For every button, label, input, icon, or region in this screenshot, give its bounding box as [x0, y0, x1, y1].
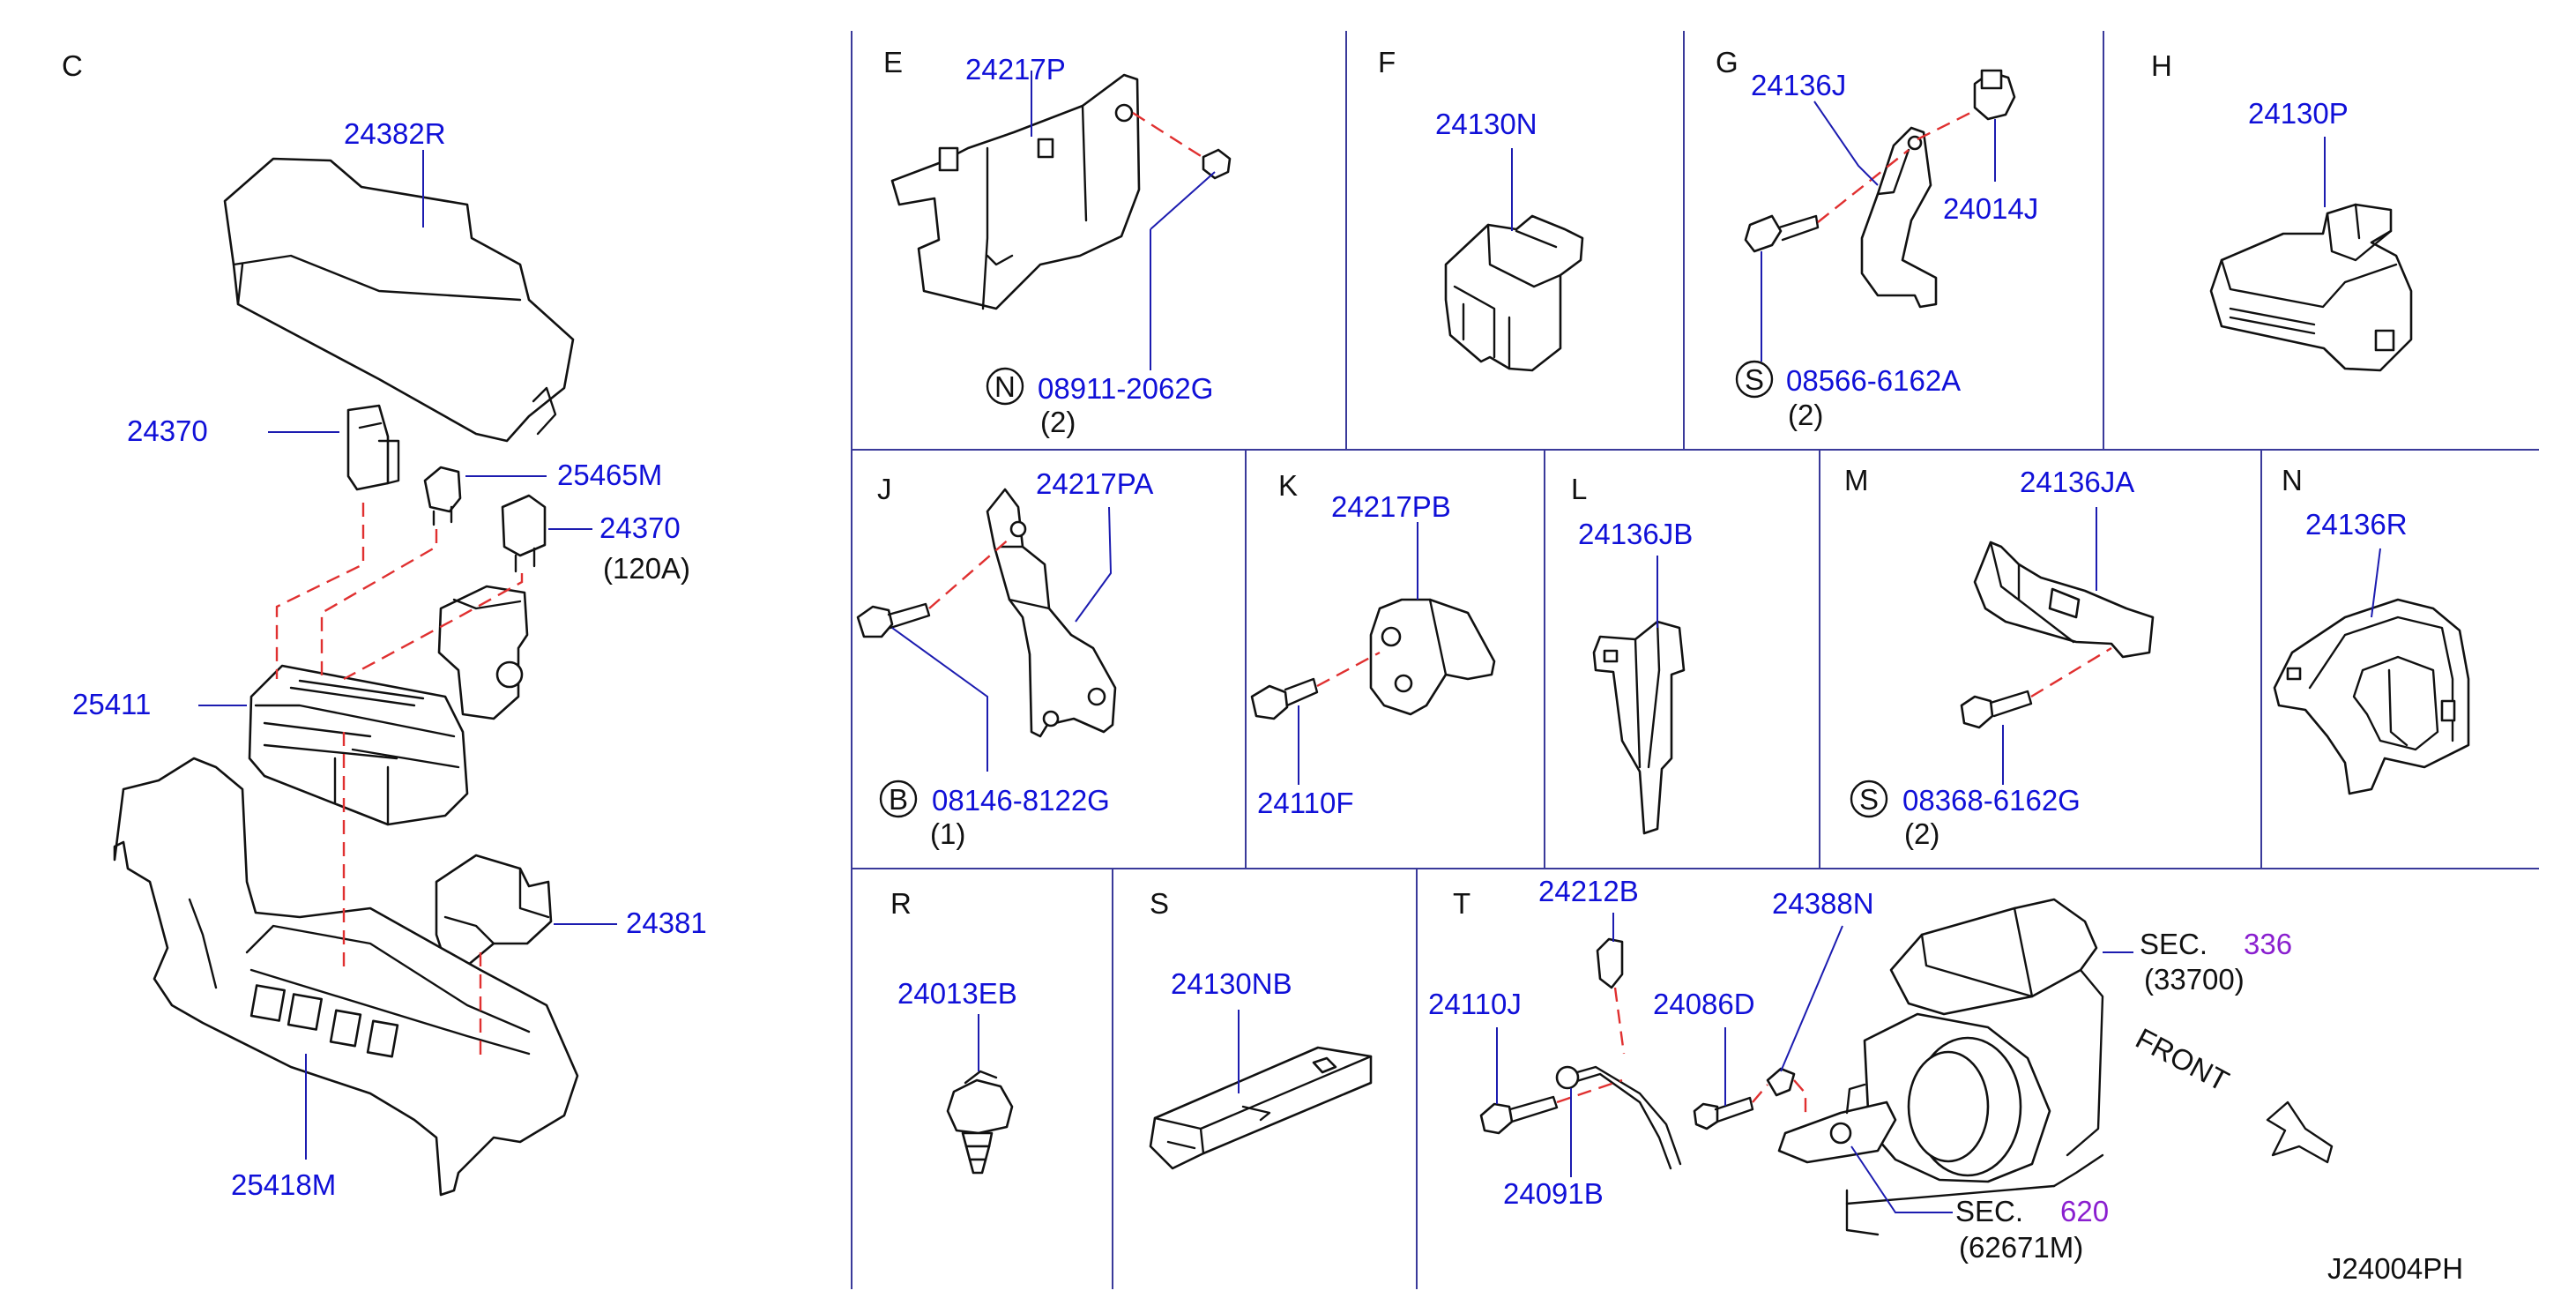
qty-m: (2) [1904, 817, 1939, 850]
panel-n: 24136R [2273, 508, 2470, 795]
qty-e: (2) [1040, 406, 1076, 438]
qty-j: (1) [930, 817, 965, 850]
sec-620-label: SEC. [1955, 1195, 2023, 1227]
label-24086d: 24086D [1653, 988, 1755, 1020]
panel-r: 24013EB [897, 977, 1017, 1175]
sec-336-number: 336 [2244, 928, 2292, 960]
label-24130n: 24130N [1435, 108, 1537, 140]
mark-n: N [994, 370, 1016, 403]
panel-j: 24217PA B 08146-8122G (1) [856, 467, 1153, 850]
label-24136ja: 24136JA [2020, 466, 2134, 498]
sec-620-ref: (62671M) [1959, 1231, 2083, 1264]
label-24013eb: 24013EB [897, 977, 1017, 1010]
label-24212b: 24212B [1538, 875, 1639, 907]
panel-letter-l: L [1571, 473, 1587, 505]
panel-letter-k: K [1278, 469, 1298, 502]
mark-s-g: S [1745, 363, 1764, 396]
panel-letter-m: M [1844, 464, 1869, 496]
panel-l: 24136JB [1578, 518, 1693, 835]
panel-letter-s: S [1150, 887, 1169, 920]
label-25411: 25411 [72, 688, 151, 720]
front-label: FRONT [2131, 1022, 2235, 1098]
mark-s-m: S [1859, 783, 1879, 816]
label-24370-b: 24370 [599, 511, 681, 544]
label-24370-a: 24370 [127, 414, 208, 447]
panel-m: 24136JA S 08368-6162G (2) [1850, 466, 2155, 850]
label-24381: 24381 [626, 906, 707, 939]
panel-grid [851, 31, 2539, 1289]
fuse-24370-120a [501, 494, 547, 573]
panel-c: 24382R 24370 25465M 24370 (120A) [72, 117, 707, 1201]
panel-letter-t: T [1453, 887, 1470, 920]
label-24130nb: 24130NB [1171, 967, 1292, 1000]
label-08146-8122g: 08146-8122G [932, 784, 1110, 817]
panel-letter-h: H [2151, 49, 2172, 82]
fuse-block [248, 664, 469, 826]
panel-letter-e: E [883, 46, 903, 78]
drawing-id: J24004PH [2327, 1252, 2463, 1285]
label-24110f: 24110F [1257, 787, 1353, 819]
qty-g: (2) [1788, 399, 1823, 431]
fuse-box-cover [223, 157, 575, 443]
label-25465m: 25465M [557, 459, 662, 491]
label-24136jb: 24136JB [1578, 518, 1693, 550]
label-24217pb: 24217PB [1331, 490, 1451, 523]
sec-336-label: SEC. [2140, 928, 2207, 960]
label-24382r: 24382R [344, 117, 446, 150]
label-24091b: 24091B [1503, 1177, 1604, 1210]
fuse-25465m [423, 466, 462, 526]
label-08911-2062g: 08911-2062G [1038, 372, 1213, 405]
sec-620-number: 620 [2060, 1195, 2109, 1227]
fuse-holder-base [113, 757, 579, 1197]
label-25418m: 25418M [231, 1168, 336, 1201]
panel-letter-c: C [62, 49, 83, 82]
label-24217pa: 24217PA [1036, 467, 1153, 500]
panel-t: 24212B 24388N 24110J 24086D 24091B SEC. … [1428, 875, 2334, 1264]
relay-24370 [346, 404, 400, 491]
panel-letter-f: F [1378, 46, 1396, 78]
panel-s: 24130NB [1149, 967, 1373, 1170]
panel-letter-n: N [2282, 464, 2303, 496]
sec-336-ref: (33700) [2144, 963, 2245, 996]
starter-motor [1845, 898, 2104, 1236]
front-arrow-icon [2266, 1100, 2334, 1164]
label-24136r: 24136R [2305, 508, 2408, 541]
label-08566-6162a: 08566-6162A [1786, 364, 1961, 397]
label-24388n: 24388N [1772, 887, 1874, 920]
panel-g: 24014J 24136J S 08566-6162A (2) [1735, 69, 2038, 431]
relay-connector [437, 585, 529, 720]
panel-f: 24130N [1435, 108, 1584, 372]
panel-h: 24130P [2209, 97, 2413, 372]
panel-k: 24217PB 24110F [1250, 490, 1496, 819]
label-24014j: 24014J [1943, 192, 2038, 225]
panel-letter-g: G [1716, 46, 1738, 78]
panel-e: 24217P N 08911-2062G (2) [890, 53, 1232, 438]
label-120a: (120A) [603, 552, 690, 585]
panel-letter-j: J [877, 473, 892, 505]
label-24217p: 24217P [965, 53, 1066, 86]
mark-b: B [889, 783, 908, 816]
panel-letter-r: R [890, 887, 912, 920]
bracket-24381 [435, 854, 553, 967]
label-08368-6162g: 08368-6162G [1902, 784, 2081, 817]
label-24110j: 24110J [1428, 988, 1522, 1020]
label-24136j: 24136J [1751, 69, 1846, 101]
label-24130p: 24130P [2248, 97, 2349, 130]
panel-letters: C E F G H J K L M N R S T [62, 46, 2303, 920]
